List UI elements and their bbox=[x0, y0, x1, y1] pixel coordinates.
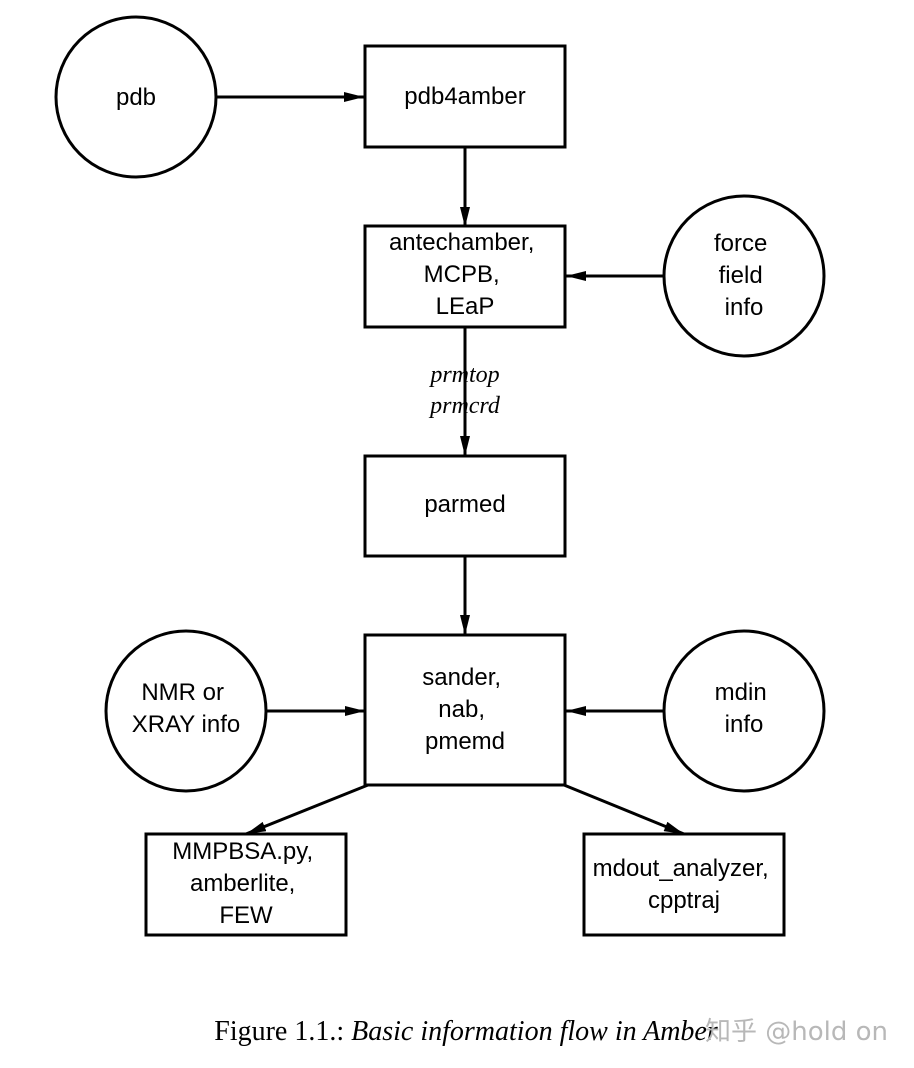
node-mdout-box bbox=[582, 832, 786, 937]
edge-label-prmtop-prmcrd: prmtop prmcrd bbox=[428, 362, 501, 419]
node-sander-line-3: pmemd bbox=[425, 728, 505, 755]
node-antechamber-line-1: antechamber, bbox=[389, 229, 534, 256]
node-antechamber-line-3: LEaP bbox=[436, 293, 495, 320]
node-mdin-line-2: info bbox=[725, 711, 764, 738]
node-nmr-line-1: NMR or bbox=[141, 679, 224, 706]
node-mdin-label: mdin info bbox=[715, 679, 774, 738]
node-sander-line-2: nab, bbox=[438, 696, 485, 723]
edge-sander-to-mmpbsa bbox=[245, 783, 369, 836]
node-pdb-label: pdb bbox=[116, 84, 156, 111]
node-pdb-circle bbox=[54, 15, 218, 179]
node-parmed-line-1: parmed bbox=[424, 491, 505, 518]
node-nmr-label: NMR or XRAY info bbox=[132, 679, 241, 738]
node-mdout-line-1: mdout_analyzer, bbox=[593, 855, 769, 882]
node-sander-line-1: sander, bbox=[422, 664, 501, 691]
node-pdb4amber-line-1: pdb4amber bbox=[404, 83, 525, 110]
edges bbox=[216, 92, 685, 836]
node-antechamber-line-2: MCPB, bbox=[424, 261, 500, 288]
node-antechamber-label: antechamber, MCPB, LEaP bbox=[389, 229, 541, 320]
node-parmed-label: parmed bbox=[424, 491, 505, 518]
node-pdb-line-1: pdb bbox=[116, 84, 156, 111]
node-mmpbsa-line-2: amberlite, bbox=[190, 870, 295, 897]
node-sander-box bbox=[363, 633, 567, 787]
node-forcefield-label: force field info bbox=[714, 230, 774, 321]
node-mdout-label: mdout_analyzer, cpptraj bbox=[593, 855, 776, 914]
node-sander-label: sander, nab, pmemd bbox=[422, 664, 507, 755]
node-forcefield-line-3: info bbox=[725, 294, 764, 321]
nodes bbox=[54, 15, 826, 937]
node-antechamber-box bbox=[363, 224, 567, 329]
node-pdb4amber-label: pdb4amber bbox=[404, 83, 525, 110]
figure-caption: Figure 1.1.: Basic information flow in A… bbox=[214, 1016, 718, 1047]
node-forcefield-circle bbox=[662, 194, 826, 358]
edge-sander-to-mdout bbox=[563, 783, 685, 836]
node-forcefield-line-1: force bbox=[714, 230, 767, 257]
node-nmr-line-2: XRAY info bbox=[132, 711, 241, 738]
caption-prefix: Figure 1.1.: bbox=[214, 1016, 351, 1047]
node-labels: pdb pdb4amber antechamber, MCPB, LEaP fo… bbox=[116, 83, 776, 929]
watermark-text: 知乎 @hold on bbox=[705, 1017, 888, 1047]
node-parmed-box bbox=[363, 454, 567, 558]
node-mmpbsa-line-1: MMPBSA.py, bbox=[172, 838, 313, 865]
node-forcefield-line-2: field bbox=[719, 262, 763, 289]
label-prmtop: prmtop bbox=[428, 362, 499, 388]
node-mdin-line-1: mdin bbox=[715, 679, 767, 706]
node-mmpbsa-label: MMPBSA.py, amberlite, FEW bbox=[172, 838, 320, 929]
caption-title: Basic information flow in Amber bbox=[351, 1016, 718, 1047]
node-nmr-circle bbox=[104, 629, 268, 793]
label-prmcrd: prmcrd bbox=[428, 393, 501, 419]
node-pdb4amber-box bbox=[363, 44, 567, 149]
node-mdin-circle bbox=[662, 629, 826, 793]
node-mmpbsa-line-3: FEW bbox=[219, 902, 273, 929]
node-mmpbsa-box bbox=[144, 832, 348, 937]
node-mdout-line-2: cpptraj bbox=[648, 887, 720, 914]
